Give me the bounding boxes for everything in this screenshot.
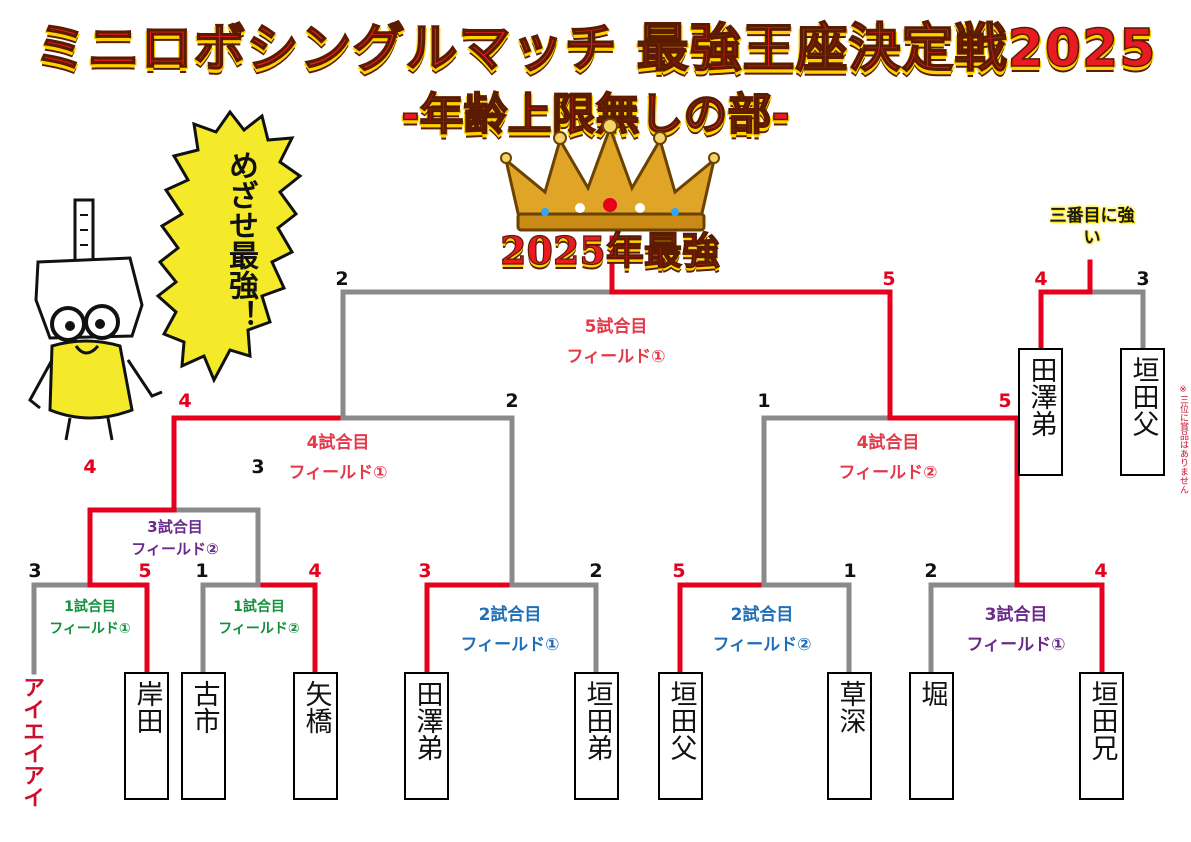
match-field: フィールド① — [566, 347, 666, 367]
match-label: 1試合目 フィールド① — [36, 596, 144, 640]
third-place-score: 4 — [1034, 268, 1048, 290]
match-score: 3 — [251, 456, 265, 478]
match-field: フィールド① — [288, 463, 388, 483]
match-score: 5 — [672, 560, 686, 582]
third-place-score: 3 — [1136, 268, 1150, 290]
match-label: 2試合目 フィールド① — [440, 600, 580, 660]
match-label: 3試合目 フィールド② — [115, 516, 235, 560]
match-score: 4 — [178, 390, 192, 412]
match-score: 5 — [998, 390, 1012, 412]
match-field: フィールド② — [218, 621, 300, 637]
player-box: 堀 — [909, 672, 954, 800]
match-number: 1試合目 — [233, 599, 285, 615]
match-number: 3試合目 — [147, 518, 203, 536]
player-box: 田澤弟 — [404, 672, 449, 800]
match-score: 4 — [308, 560, 322, 582]
match-score: 2 — [505, 390, 519, 412]
match-number: 4試合目 — [306, 433, 370, 453]
player-box: 岸田 — [124, 672, 169, 800]
match-score: 4 — [1094, 560, 1108, 582]
match-score: 3 — [418, 560, 432, 582]
match-score: 1 — [843, 560, 857, 582]
match-number: 2試合目 — [730, 605, 794, 625]
champion-label: 2025年最強 — [500, 227, 721, 273]
match-number: 5試合目 — [584, 317, 648, 337]
page-subtitle: -年齢上限無しの部- — [400, 88, 790, 141]
match-label: 4試合目 フィールド① — [268, 428, 408, 488]
player-box: 草深 — [827, 672, 872, 800]
match-field: フィールド① — [49, 621, 131, 637]
match-number: 4試合目 — [856, 433, 920, 453]
robot-mascot-icon — [28, 198, 163, 441]
match-score: 2 — [335, 268, 349, 290]
match-score: 2 — [924, 560, 938, 582]
match-field: フィールド① — [966, 635, 1066, 655]
match-number: 1試合目 — [64, 599, 116, 615]
side-text: アイエイアイ — [19, 676, 44, 808]
third-place-player-box: 垣田父 — [1120, 348, 1165, 476]
third-place-label: 三番目に強い — [1049, 206, 1135, 248]
player-box: 垣田父 — [658, 672, 703, 800]
match-field: フィールド② — [838, 463, 938, 483]
match-field: フィールド② — [712, 635, 812, 655]
match-label: 4試合目 フィールド② — [818, 428, 958, 488]
third-place-player-box: 田澤弟 — [1018, 348, 1063, 476]
player-box: 垣田兄 — [1079, 672, 1124, 800]
match-label: 5試合目 フィールド① — [546, 312, 686, 372]
match-score: 4 — [83, 456, 97, 478]
match-label: 2試合目 フィールド② — [692, 600, 832, 660]
match-score: 5 — [882, 268, 896, 290]
match-field: フィールド② — [131, 540, 219, 558]
bracket-line-group — [31, 235, 1146, 675]
match-score: 1 — [757, 390, 771, 412]
crown-icon — [500, 118, 720, 232]
player-box: 矢橋 — [293, 672, 338, 800]
match-score: 5 — [138, 560, 152, 582]
player-box: 古市 — [181, 672, 226, 800]
match-field: フィールド① — [460, 635, 560, 655]
match-number: 3試合目 — [984, 605, 1048, 625]
match-label: 3試合目 フィールド① — [946, 600, 1086, 660]
match-score: 3 — [28, 560, 42, 582]
page-title: ミニロボシングルマッチ 最強王座決定戦2025 — [34, 18, 1157, 80]
match-number: 2試合目 — [478, 605, 542, 625]
player-box: 垣田弟 — [574, 672, 619, 800]
speech-bubble-icon — [155, 109, 303, 384]
match-score: 2 — [589, 560, 603, 582]
prize-note: ※三位に賞品はありません — [1178, 385, 1188, 494]
bubble-slogan: めざせ最強！ — [223, 150, 258, 330]
match-score: 1 — [195, 560, 209, 582]
match-label: 1試合目 フィールド② — [205, 596, 313, 640]
